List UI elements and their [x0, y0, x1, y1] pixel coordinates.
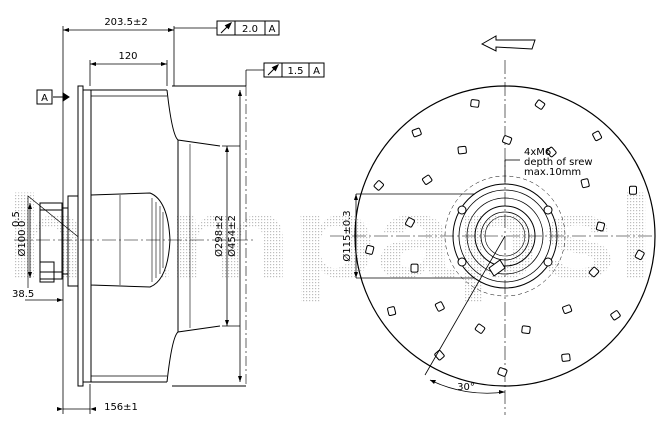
blade-slot [497, 367, 508, 377]
rotation-arrow-icon [480, 35, 536, 52]
inner-diameter-dimension: Ø298±2 [213, 215, 225, 257]
tolerance-value: 2.0 [242, 24, 258, 35]
inlet-length-dimension: 120 [118, 51, 137, 62]
mounting-holes [457, 205, 553, 267]
angle-arrows [430, 380, 505, 394]
datum-a-box: A [36, 89, 53, 105]
blade-slot [434, 301, 445, 312]
angle-construction [424, 235, 506, 394]
motor-tolerance-upper: 0.5 [11, 211, 22, 227]
blade-slot [595, 221, 606, 232]
overall-length-dimension: 203.5±2 [104, 17, 147, 28]
tolerance-value: 1.5 [288, 66, 304, 77]
blade-slot [434, 350, 445, 361]
tolerance-frame-runout-1-5: 1.5 A [246, 62, 325, 78]
blade-slot [561, 353, 571, 362]
hub-diameter-arrows [354, 194, 358, 278]
blade-slot [592, 130, 603, 142]
blade-slot [534, 99, 546, 110]
blade-slot [373, 180, 384, 191]
blade-slot [457, 145, 467, 155]
blade-slots [365, 99, 645, 377]
base-length-dimension: 156±1 [104, 402, 138, 413]
blade-slot [405, 217, 415, 228]
angle-label: 30° [457, 382, 475, 393]
blade-slot [470, 99, 480, 108]
front-view [330, 60, 656, 415]
valve-wedge [488, 259, 506, 277]
side-view [14, 26, 256, 414]
hub-diameter-dimension-lines [355, 193, 475, 279]
tolerance-datum: A [313, 66, 320, 77]
tolerance-frame-runout-2: 2.0 A [174, 20, 280, 36]
runout-icon [220, 21, 233, 34]
blade-slot [546, 146, 557, 158]
blade-slot [628, 185, 638, 195]
blade-slot [410, 263, 419, 273]
motor-diameter-text: Ø100 [16, 230, 28, 257]
blade-slot [521, 325, 531, 335]
hole-note-leader [504, 159, 520, 182]
blade-slot [387, 306, 397, 316]
motor-diameter-dimension: Ø100 0.5 0 [11, 211, 28, 256]
motor-offset-dimension: 38.5 [12, 289, 34, 300]
blade-slot [588, 266, 600, 278]
blade-slot [411, 127, 422, 138]
blade-slot [422, 174, 433, 185]
datum-a-label: A [41, 93, 48, 104]
blade-slot [562, 304, 573, 314]
blade-slot [502, 135, 513, 145]
hole-note-line-2: depth of srew [524, 157, 593, 168]
blade-slot [610, 310, 621, 321]
blade-slot [580, 178, 590, 189]
blade-slot [474, 323, 486, 334]
hole-note-line-3: max.10mm [524, 167, 581, 178]
blade-slot [365, 244, 375, 255]
hole-note-line-1: 4xM6 [524, 147, 551, 158]
runout-icon [267, 63, 280, 76]
outer-diameter-dimension: Ø454±2 [226, 215, 238, 257]
tolerance-datum: A [269, 24, 276, 35]
motor-tolerance-lower: 0 [17, 221, 28, 227]
blade-slot [634, 249, 645, 261]
hub-diameter-text: Ø115±0.3 [341, 210, 353, 261]
dimension-arrows [28, 28, 242, 411]
